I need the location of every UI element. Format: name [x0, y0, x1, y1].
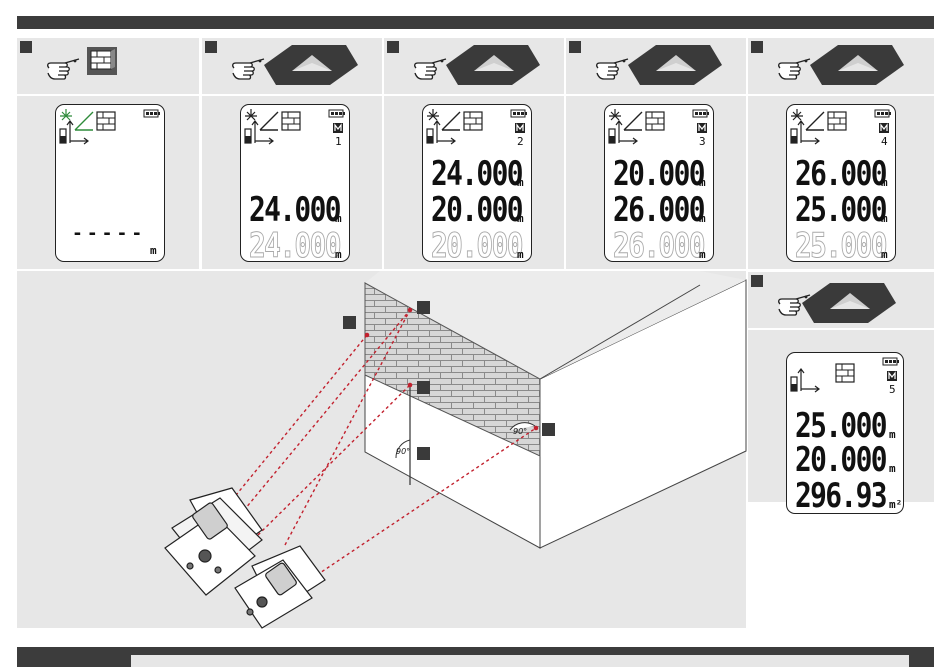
step-6-marker	[751, 275, 763, 287]
angle-label-left: 90°	[396, 447, 410, 456]
scene-marker-1	[343, 316, 356, 329]
reference-icon	[791, 369, 823, 399]
unit-line2: m	[889, 463, 896, 474]
wall-icon	[835, 363, 855, 383]
memory-m-icon	[887, 371, 897, 381]
reading-line2: 20.000	[795, 443, 886, 477]
bottom-bar-inset	[131, 655, 909, 667]
reading-line3: 296.93	[795, 479, 886, 513]
unit-line3: m²	[889, 499, 902, 510]
measure-key-icon	[800, 281, 896, 325]
scene-marker-4	[417, 447, 430, 460]
scene-marker-5	[542, 423, 555, 436]
scene-marker-3	[417, 381, 430, 394]
reading-line1: 25.000	[795, 409, 886, 443]
scene-marker-2	[417, 301, 430, 314]
battery-icon	[883, 358, 899, 366]
bottom-bar	[17, 647, 934, 667]
angle-label-right: 90°	[513, 427, 527, 436]
unit-line1: m	[889, 429, 896, 440]
memory-index: 5	[889, 384, 896, 395]
laser-meter-device-left	[165, 488, 262, 595]
